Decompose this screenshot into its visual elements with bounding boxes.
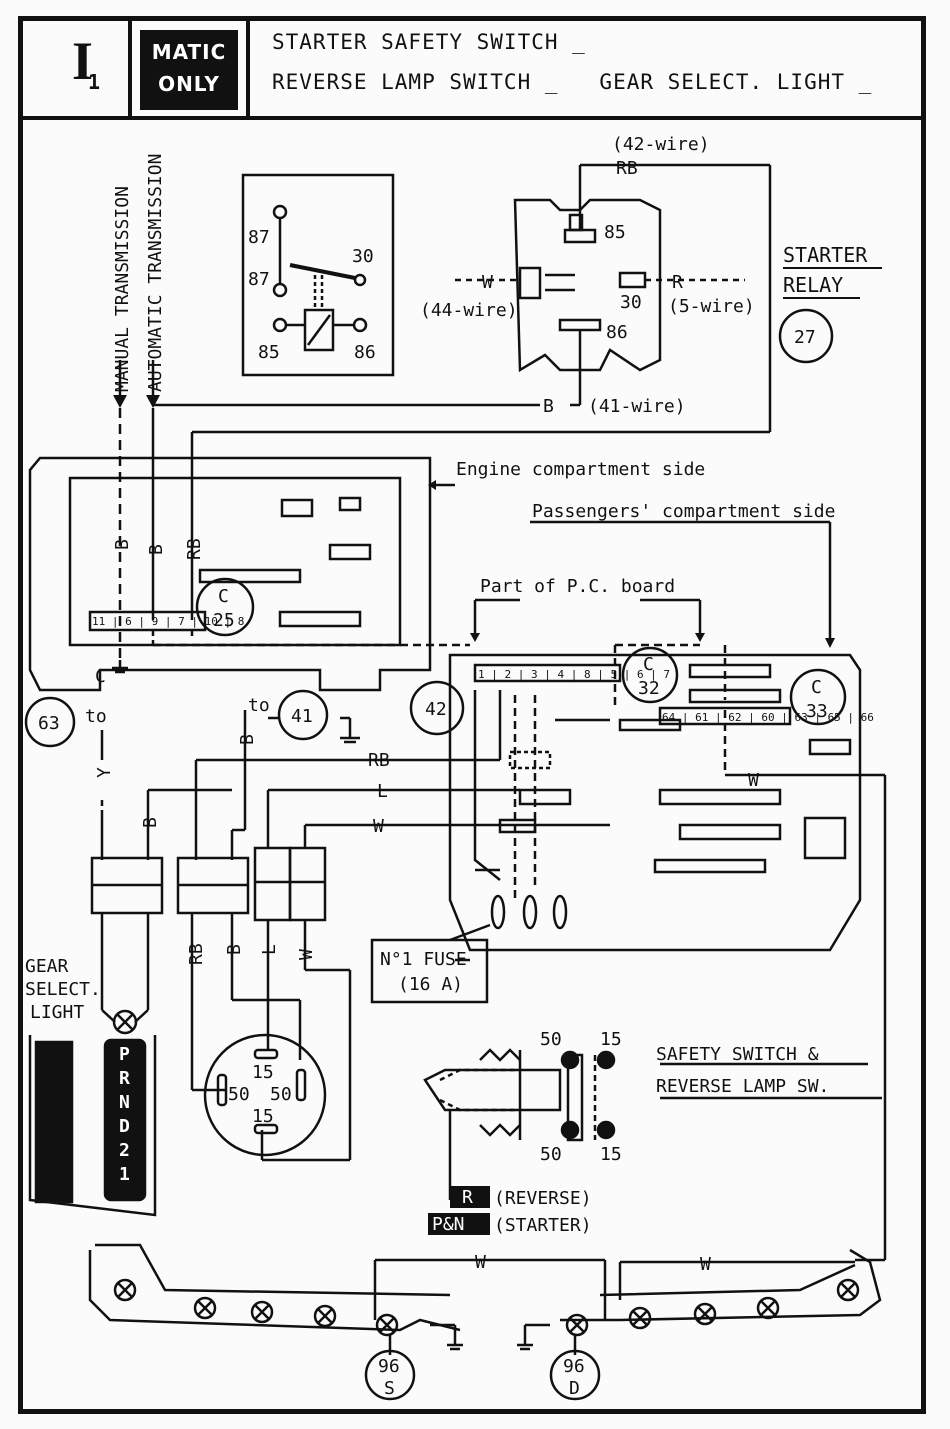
c25-pins: 11 | 6 | 9 | 7 | 10 | 8 [92,615,244,628]
engine-compartment-label: Engine compartment side [456,459,705,480]
passengers-compartment-label: Passengers' compartment side [532,501,835,522]
relay-detail-85: 85 [604,222,626,243]
c32-pins: 1 | 2 | 3 | 4 | 8 | 5 | 6 | 7 [478,668,670,681]
wire-b-left-label: B [140,817,161,828]
header-separator [246,16,250,118]
section-letter: I [72,31,94,91]
relay-b-label: B [543,396,554,417]
relay-r-label: R [672,272,683,293]
wire-41-label: (41-wire) [588,396,686,417]
c25-wire-b2: B [146,544,167,555]
c25-wire-b1: B [112,539,133,550]
safety-switch-50-top: 50 [540,1029,562,1050]
ref-96s-number: 96 [378,1356,400,1377]
starter-relay-line2: RELAY [783,273,843,297]
header-divider [18,116,926,120]
ref-96s-letter: S [384,1378,395,1399]
wire-5-label: (5-wire) [668,296,755,317]
wire-42-label: (42-wire) [612,134,710,155]
wire-to-label-2: to [248,695,270,716]
c33-letter: C [811,677,822,698]
manual-transmission-label: MANUAL TRANSMISSION [112,186,133,392]
gear-light-line3: LIGHT [30,1002,84,1023]
starter-label: (STARTER) [494,1215,592,1236]
gear-position-1: 1 [119,1164,130,1185]
wire-to-label-1: to [85,706,107,727]
gear-position-N: N [119,1092,130,1113]
badge-line1: MATIC [151,40,227,64]
outer-frame [18,16,926,1414]
title-line1: STARTER SAFETY SWITCH _ [272,30,586,54]
header-separator [128,16,132,118]
ref-42: 42 [425,699,447,720]
gear-position-D: D [119,1116,130,1137]
wire-l-low-label: L [259,944,280,955]
relay-terminal-86: 86 [354,342,376,363]
relay-terminal-30: 30 [352,246,374,267]
c32-number: 32 [638,678,660,699]
matic-only-badge: MATIC ONLY [140,30,238,110]
badge-line2: ONLY [158,72,220,96]
wire-w-bottom-1: W [475,1252,486,1273]
pn-box-label: P&N [432,1214,465,1235]
safety-switch-15-top: 15 [600,1029,622,1050]
wire-b-low-label: B [224,944,245,955]
c25-wire-rb: RB [184,538,205,560]
safety-switch-title-line1: SAFETY SWITCH & [656,1044,819,1065]
pc-board-label: Part of P.C. board [480,576,675,597]
starter-relay-line1: STARTER [783,243,868,267]
safety-switch-50-bottom: 50 [540,1144,562,1165]
c25-c-label: C [95,666,106,687]
ref-63: 63 [38,713,60,734]
relay-terminal-85: 85 [258,342,280,363]
connector-terminal-15-bottom: 15 [252,1106,274,1127]
wire-w-low-label: W [296,949,317,960]
gear-position-R: R [119,1068,130,1089]
c32-letter: C [643,654,654,675]
ref-96d-letter: D [569,1378,580,1399]
c25-number: 25 [213,610,235,631]
connector-terminal-50-left: 50 [228,1084,250,1105]
reverse-box-label: R [462,1187,473,1208]
fuse-label-line2: (16 A) [398,974,463,995]
title-line2: REVERSE LAMP SWITCH _ GEAR SELECT. LIGHT… [272,70,873,94]
gear-light-line2: SELECT. [25,979,101,1000]
gear-light-line1: GEAR [25,956,69,977]
fuse-label-line1: N°1 FUSE [380,949,467,970]
ref-96d-number: 96 [563,1356,585,1377]
relay-terminal-87b: 87 [248,269,270,290]
safety-switch-15-bottom: 15 [600,1144,622,1165]
wire-b-top-label: B [237,734,258,745]
relay-detail-86: 86 [606,322,628,343]
wire-w-label: W [373,816,384,837]
gear-position-P: P [119,1044,130,1065]
wire-l-label: L [377,781,388,802]
ref-41: 41 [291,706,313,727]
wire-rb-low-label: RB [186,943,207,965]
c25-letter: C [218,586,229,607]
relay-w-label: W [482,272,493,293]
relay-detail-30: 30 [620,292,642,313]
c33-pins: 64 | 61 | 62 | 60 | 63 | 65 | 66 [662,711,874,724]
c33-number: 33 [806,701,828,722]
wire-rb-label: RB [368,750,390,771]
section-number: 1 [88,70,101,94]
reverse-label: (REVERSE) [494,1188,592,1209]
wire-44-label: (44-wire) [420,300,518,321]
section-code: I 1 [66,30,116,110]
wire-w-bottom-2: W [700,1254,711,1275]
relay-terminal-87a: 87 [248,227,270,248]
safety-switch-title-line2: REVERSE LAMP SW. [656,1076,829,1097]
wire-w-c33-label: W [748,770,759,791]
relay-rb-label: RB [616,158,638,179]
connector-terminal-15-top: 15 [252,1062,274,1083]
connector-terminal-50-right: 50 [270,1084,292,1105]
wire-y-label: Y [94,767,115,778]
automatic-transmission-label: AUTOMATIC TRANSMISSION [145,154,166,392]
starter-relay-number: 27 [794,327,816,348]
gear-position-2: 2 [119,1140,130,1161]
